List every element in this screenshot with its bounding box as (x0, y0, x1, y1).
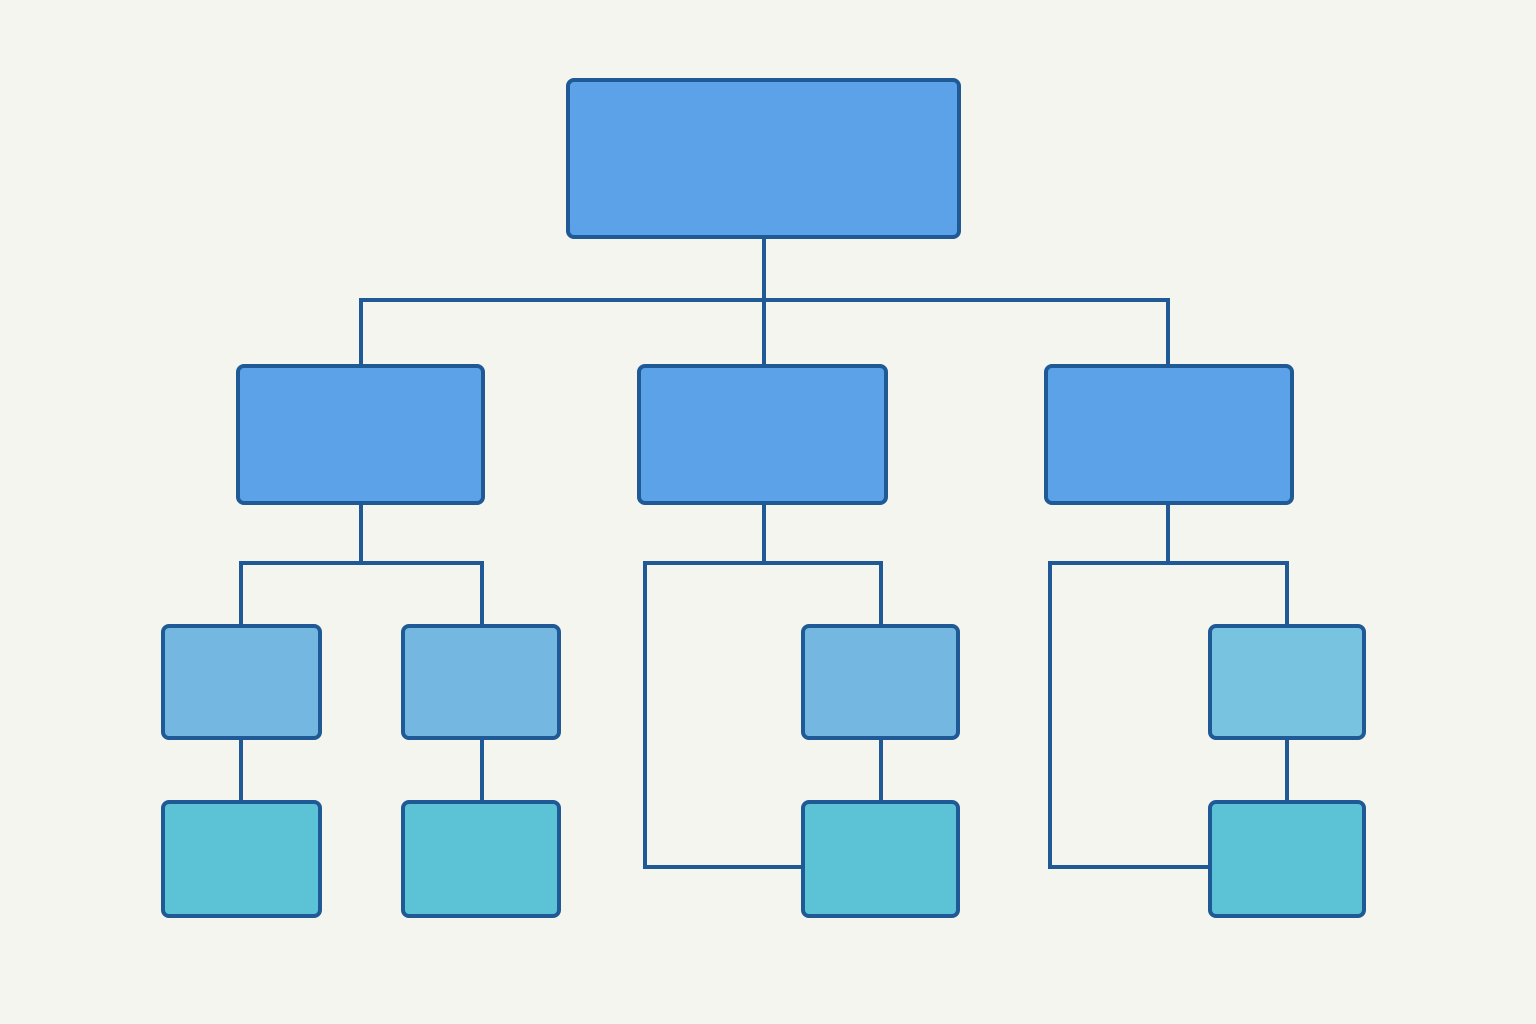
connector-branch-3-children (1048, 501, 1289, 869)
node-branch-2[interactable] (637, 364, 888, 505)
node-branch-3-child-1[interactable] (1208, 624, 1366, 740)
node-branch-1-grandchild-1[interactable] (161, 800, 322, 918)
node-branch-3-grandchild-1[interactable] (1208, 800, 1366, 918)
connector-branch-1-children (239, 501, 484, 628)
node-branch-2-child-1[interactable] (801, 624, 960, 740)
node-root[interactable] (566, 78, 961, 239)
nodes (161, 78, 1366, 918)
node-branch-1-child-2[interactable] (401, 624, 561, 740)
connector-branch-2-children (643, 501, 883, 869)
node-branch-1-child-1[interactable] (161, 624, 322, 740)
node-branch-3[interactable] (1044, 364, 1294, 505)
connector-root-to-branches (359, 235, 1170, 368)
node-branch-2-grandchild-1[interactable] (801, 800, 960, 918)
connector-level-3-to-level-4 (239, 736, 1289, 804)
node-branch-1[interactable] (236, 364, 485, 505)
connectors (239, 235, 1289, 869)
node-branch-1-grandchild-2[interactable] (401, 800, 561, 918)
